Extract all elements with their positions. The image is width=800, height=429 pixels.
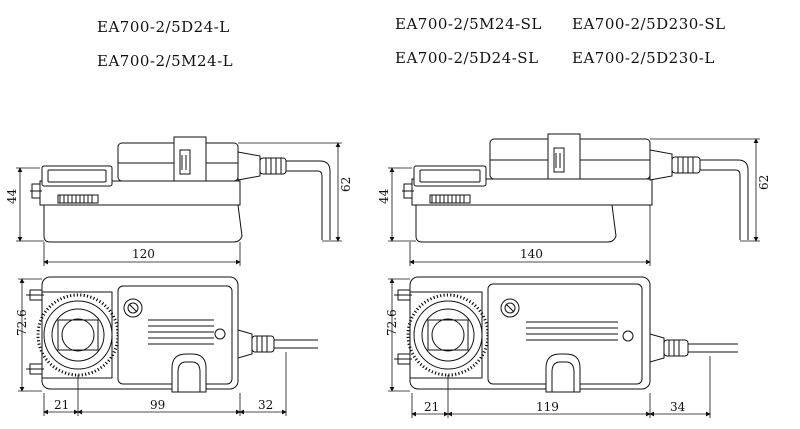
right-dim-72-6: 72.6	[385, 309, 399, 336]
left-dim-21: 21	[54, 398, 69, 412]
left-side-view	[30, 136, 331, 243]
right-dim-21: 21	[424, 400, 439, 414]
right-dim-34: 34	[670, 400, 686, 414]
right-dim-119: 119	[536, 400, 559, 414]
left-dim-62: 62	[339, 177, 353, 192]
left-top-dimensions	[18, 278, 287, 416]
right-side-dimensions	[388, 138, 760, 266]
right-top-view	[394, 276, 738, 393]
model-label-right-4: EA700-2/5D230-L	[572, 49, 715, 67]
right-side-view	[402, 133, 749, 243]
right-top-dimensions	[388, 278, 711, 418]
left-side-dimensions	[16, 142, 342, 266]
model-label-right-2: EA700-2/5D24-SL	[395, 49, 539, 67]
model-label-left-2: EA700-2/5M24-L	[97, 52, 234, 70]
left-dim-44: 44	[5, 188, 19, 204]
model-label-left-1: EA700-2/5D24-L	[97, 18, 230, 36]
left-top-view	[26, 276, 318, 393]
right-dim-140: 140	[520, 247, 543, 261]
left-dim-120: 120	[132, 247, 155, 261]
right-dim-44: 44	[377, 188, 391, 204]
model-label-right-3: EA700-2/5D230-SL	[572, 15, 726, 33]
model-label-right-1: EA700-2/5M24-SL	[395, 15, 542, 33]
left-dim-32: 32	[258, 398, 273, 412]
left-dim-72-6: 72.6	[15, 309, 29, 336]
right-dim-62: 62	[757, 175, 771, 190]
left-dim-99: 99	[150, 398, 165, 412]
